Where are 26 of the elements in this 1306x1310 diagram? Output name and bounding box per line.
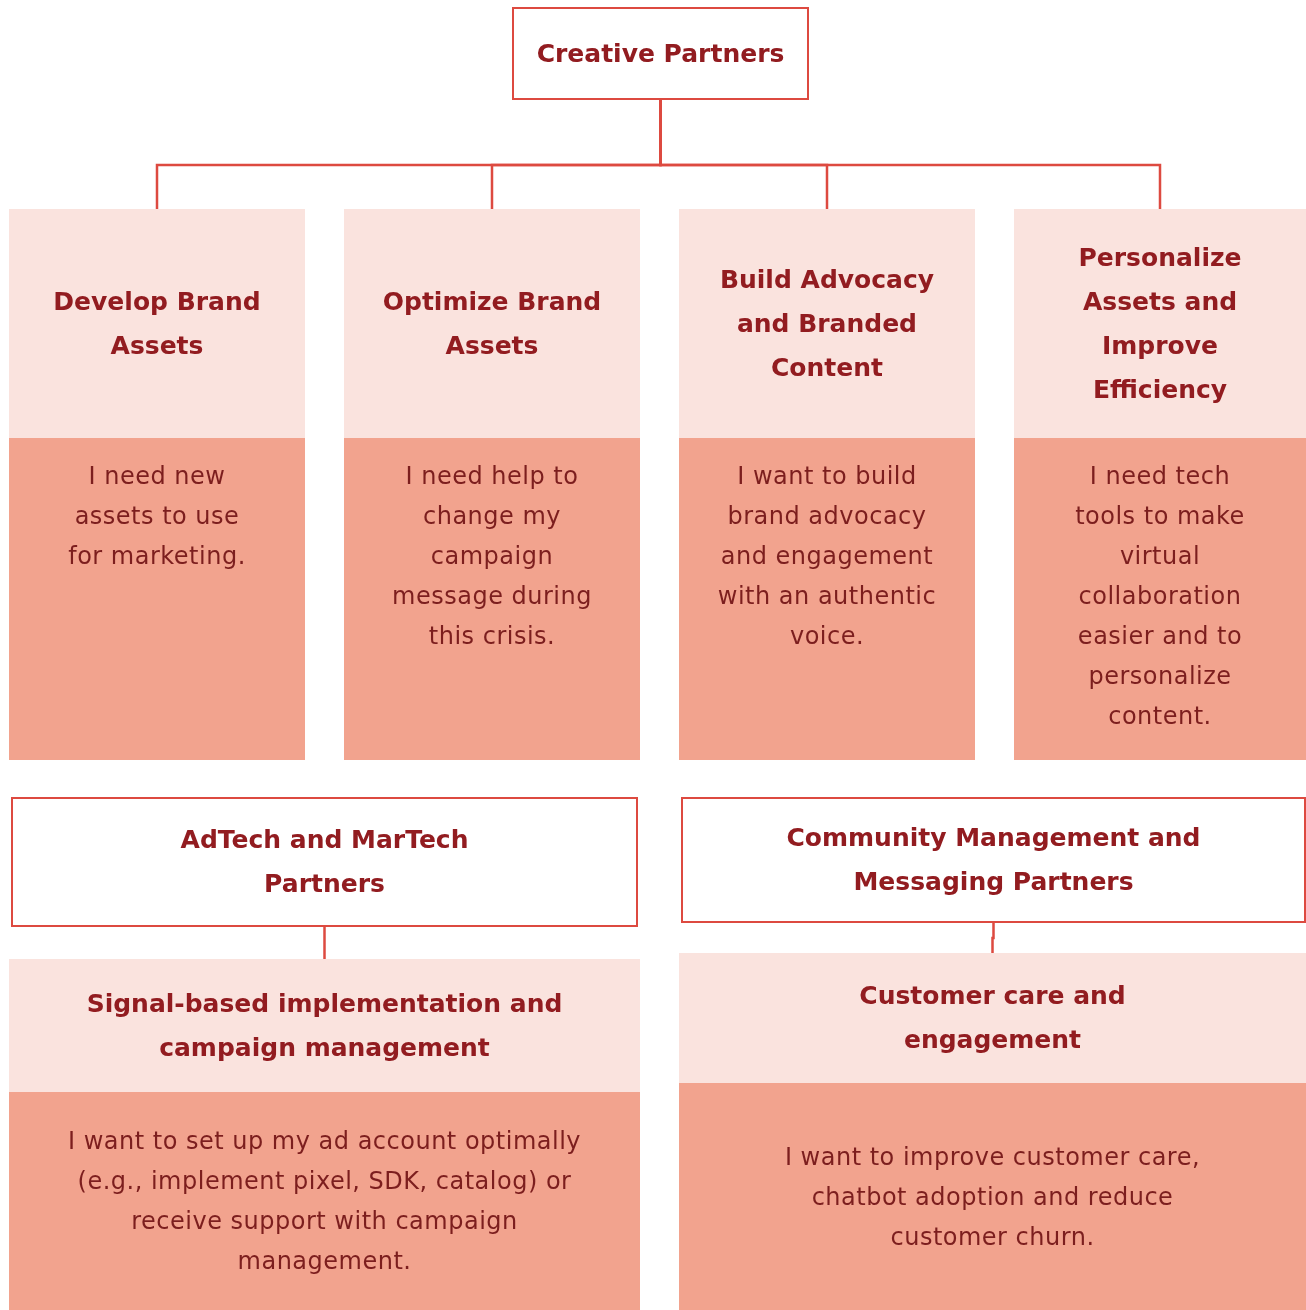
card-description: I need tech tools to make virtual collaboration easier and to personalize content.	[1074, 461, 1246, 732]
category-card	[9, 209, 305, 760]
partner-box	[11, 797, 638, 927]
box-title: Community Management and Messaging Partners	[785, 822, 1202, 898]
connector-line	[323, 927, 326, 959]
box-title: Creative Partners	[535, 37, 786, 70]
card-title: Customer care and engagement	[858, 980, 1127, 1056]
card-description: I need help to change my campaign message during this crisis.	[391, 461, 593, 652]
card-description: I want to set up my ad account optimally (e.g., implement pixel, SDK, catalog) or receive support with campaign management.	[66, 1126, 582, 1277]
card-description: I want to build brand advocacy and engagement with an authentic voice.	[717, 461, 937, 652]
category-card	[1014, 209, 1306, 760]
category-card	[9, 959, 640, 1310]
partner-box	[681, 797, 1306, 923]
box-title: AdTech and MarTech Partners	[179, 824, 470, 900]
card-title: Optimize Brand Assets	[381, 285, 603, 362]
card-description: I want to improve customer care, chatbot adoption and reduce customer churn.	[783, 1141, 1202, 1253]
card-title: Build Advocacy and Branded Content	[718, 263, 936, 384]
partner-box	[512, 7, 809, 100]
card-title: Personalize Assets and Improve Efficiency	[1077, 241, 1243, 406]
card-description: I need new assets to use for marketing.	[67, 461, 247, 572]
category-card	[344, 209, 640, 760]
category-card	[679, 209, 975, 760]
card-title: Signal-based implementation and campaign management	[85, 987, 564, 1064]
category-card	[679, 953, 1306, 1310]
connector-line	[991, 923, 995, 953]
card-title: Develop Brand Assets	[52, 285, 262, 362]
